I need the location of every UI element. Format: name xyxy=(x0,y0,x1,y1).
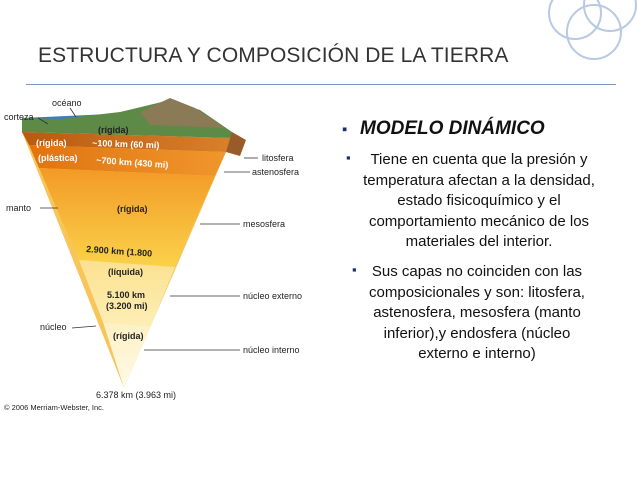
bullet-text-2: Sus capas no coinciden con las composici… xyxy=(369,263,585,362)
leader-crust xyxy=(37,117,49,125)
title-divider xyxy=(26,84,616,85)
label-core: núcleo xyxy=(40,322,67,332)
label-rigid-top: (rígida) xyxy=(98,125,129,135)
label-rigid-core: (rígida) xyxy=(113,331,144,341)
heading-bullet-icon: ▪ xyxy=(342,121,348,138)
copyright-notice: © 2006 Merriam-Webster, Inc. xyxy=(4,403,104,412)
label-lithosphere: litosfera xyxy=(262,153,294,163)
label-outer-core: núcleo externo xyxy=(243,291,302,301)
lithosphere-layer xyxy=(22,132,232,152)
label-depth-2900: 2.900 km (1.800 xyxy=(86,244,153,259)
label-depth-6378: 6.378 km (3.963 mi) xyxy=(96,390,176,400)
label-depth-5100-a: 5.100 km xyxy=(107,290,145,300)
inner-core-layer xyxy=(103,322,151,388)
mountain-relief xyxy=(140,98,225,128)
section-heading: MODELO DINÁMICO xyxy=(360,118,545,139)
slide-title: ESTRUCTURA Y COMPOSICIÓN DE LA TIERRA xyxy=(38,44,509,67)
label-mesosphere: mesosfera xyxy=(243,219,285,229)
label-rigid-left: (rígida) xyxy=(36,138,67,148)
label-liquid: (líquida) xyxy=(108,267,143,277)
label-depth-100: ~100 km (60 mi) xyxy=(92,138,160,150)
label-rigid-mantle: (rígida) xyxy=(117,204,148,214)
outer-core-layer xyxy=(79,260,175,326)
leader-ocean xyxy=(69,107,77,118)
label-crust: corteza xyxy=(4,112,34,122)
label-asthenosphere: astenosfera xyxy=(252,167,299,177)
label-inner-core: núcleo interno xyxy=(243,345,300,355)
bullet-text-1: Tiene en cuenta que la presión y tempera… xyxy=(363,151,595,250)
crust-edge xyxy=(226,132,246,156)
earth-structure-diagram: océano corteza manto núcleo litosfera as… xyxy=(4,98,302,412)
bullet-icon: ▪ xyxy=(352,262,357,277)
label-plastic: (plástica) xyxy=(38,153,78,163)
decorative-ring xyxy=(566,4,622,60)
leader-core xyxy=(71,325,97,329)
label-depth-5100-b: (3.200 mi) xyxy=(106,301,148,311)
label-mantle: manto xyxy=(6,203,31,213)
bullet-icon: ▪ xyxy=(346,150,351,165)
label-ocean: océano xyxy=(52,98,82,108)
mesosphere-layer xyxy=(39,168,215,267)
asthenosphere-layer xyxy=(29,145,226,176)
